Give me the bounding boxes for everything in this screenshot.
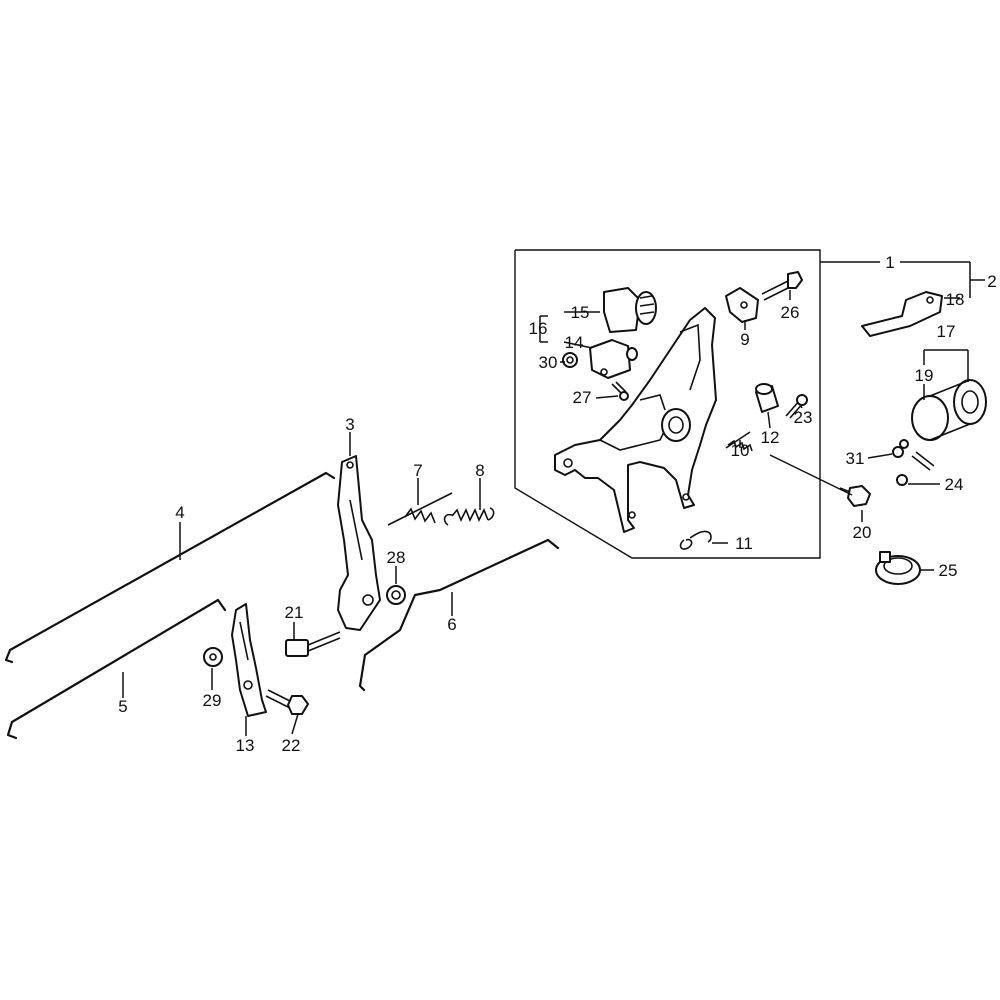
lever-13: [231, 603, 267, 717]
rod-5: [6, 598, 227, 740]
callout-2: 2: [987, 272, 996, 291]
callout-3: 3: [345, 415, 354, 434]
bracket-9: [725, 287, 759, 323]
callout-29: 29: [203, 691, 222, 710]
callout-13: 13: [236, 736, 255, 755]
governor-arm-3: [337, 455, 381, 631]
bolt-22: [265, 689, 309, 715]
callout-1: 1: [885, 253, 894, 272]
callout-9: 9: [740, 330, 749, 349]
washer-31: [892, 439, 909, 458]
nut-28: [386, 585, 406, 605]
spring-7: [387, 492, 453, 526]
screw-27: [611, 381, 629, 401]
callout-26: 26: [781, 303, 800, 322]
callout-labels: 1 2 3 4 5 6 7 8 9 10 11 12 13 14 15 16 1…: [118, 253, 996, 755]
screw-24: [896, 451, 935, 486]
rod-4: [4, 471, 336, 664]
callout-11: 11: [735, 534, 753, 553]
control-bracket: [554, 307, 717, 533]
callout-28: 28: [387, 548, 406, 567]
spring-8: [443, 507, 495, 526]
leader-lines: [122, 290, 969, 736]
callout-7: 7: [413, 461, 422, 480]
switch-14: [589, 339, 638, 379]
collar-12: [755, 383, 779, 413]
callout-30: 30: [539, 353, 558, 372]
spring-10: [725, 431, 753, 452]
callout-16: 16: [529, 319, 548, 338]
callout-20: 20: [853, 523, 872, 542]
callout-12: 12: [761, 428, 780, 447]
callout-17: 17: [937, 322, 956, 341]
washer-29: [203, 647, 223, 667]
callout-18: 18: [946, 290, 965, 309]
callout-22: 22: [282, 736, 301, 755]
screw-26: [761, 271, 803, 301]
callout-24: 24: [945, 475, 964, 494]
callout-27: 27: [573, 388, 592, 407]
callout-25: 25: [939, 561, 958, 580]
callout-8: 8: [475, 461, 484, 480]
nut-30: [562, 352, 578, 368]
callout-6: 6: [447, 615, 456, 634]
clamp-bolt-21: [285, 631, 341, 657]
spring-11: [679, 530, 712, 550]
callout-10: 10: [731, 441, 750, 460]
knob-19: [911, 379, 987, 441]
callout-21: 21: [285, 603, 304, 622]
callout-23: 23: [794, 408, 813, 427]
clamp-25: [875, 551, 921, 585]
assembly-outline: [514, 249, 985, 559]
screw-23: [785, 394, 808, 419]
bolt-20: [839, 485, 871, 507]
callout-31: 31: [846, 449, 865, 468]
callout-5: 5: [118, 697, 127, 716]
callout-19: 19: [915, 366, 934, 385]
rod-6: [358, 538, 560, 692]
callout-4: 4: [175, 503, 184, 522]
callout-15: 15: [571, 303, 590, 322]
callout-14: 14: [565, 333, 584, 352]
switch-15: [603, 287, 657, 333]
plate-18: [861, 291, 943, 337]
